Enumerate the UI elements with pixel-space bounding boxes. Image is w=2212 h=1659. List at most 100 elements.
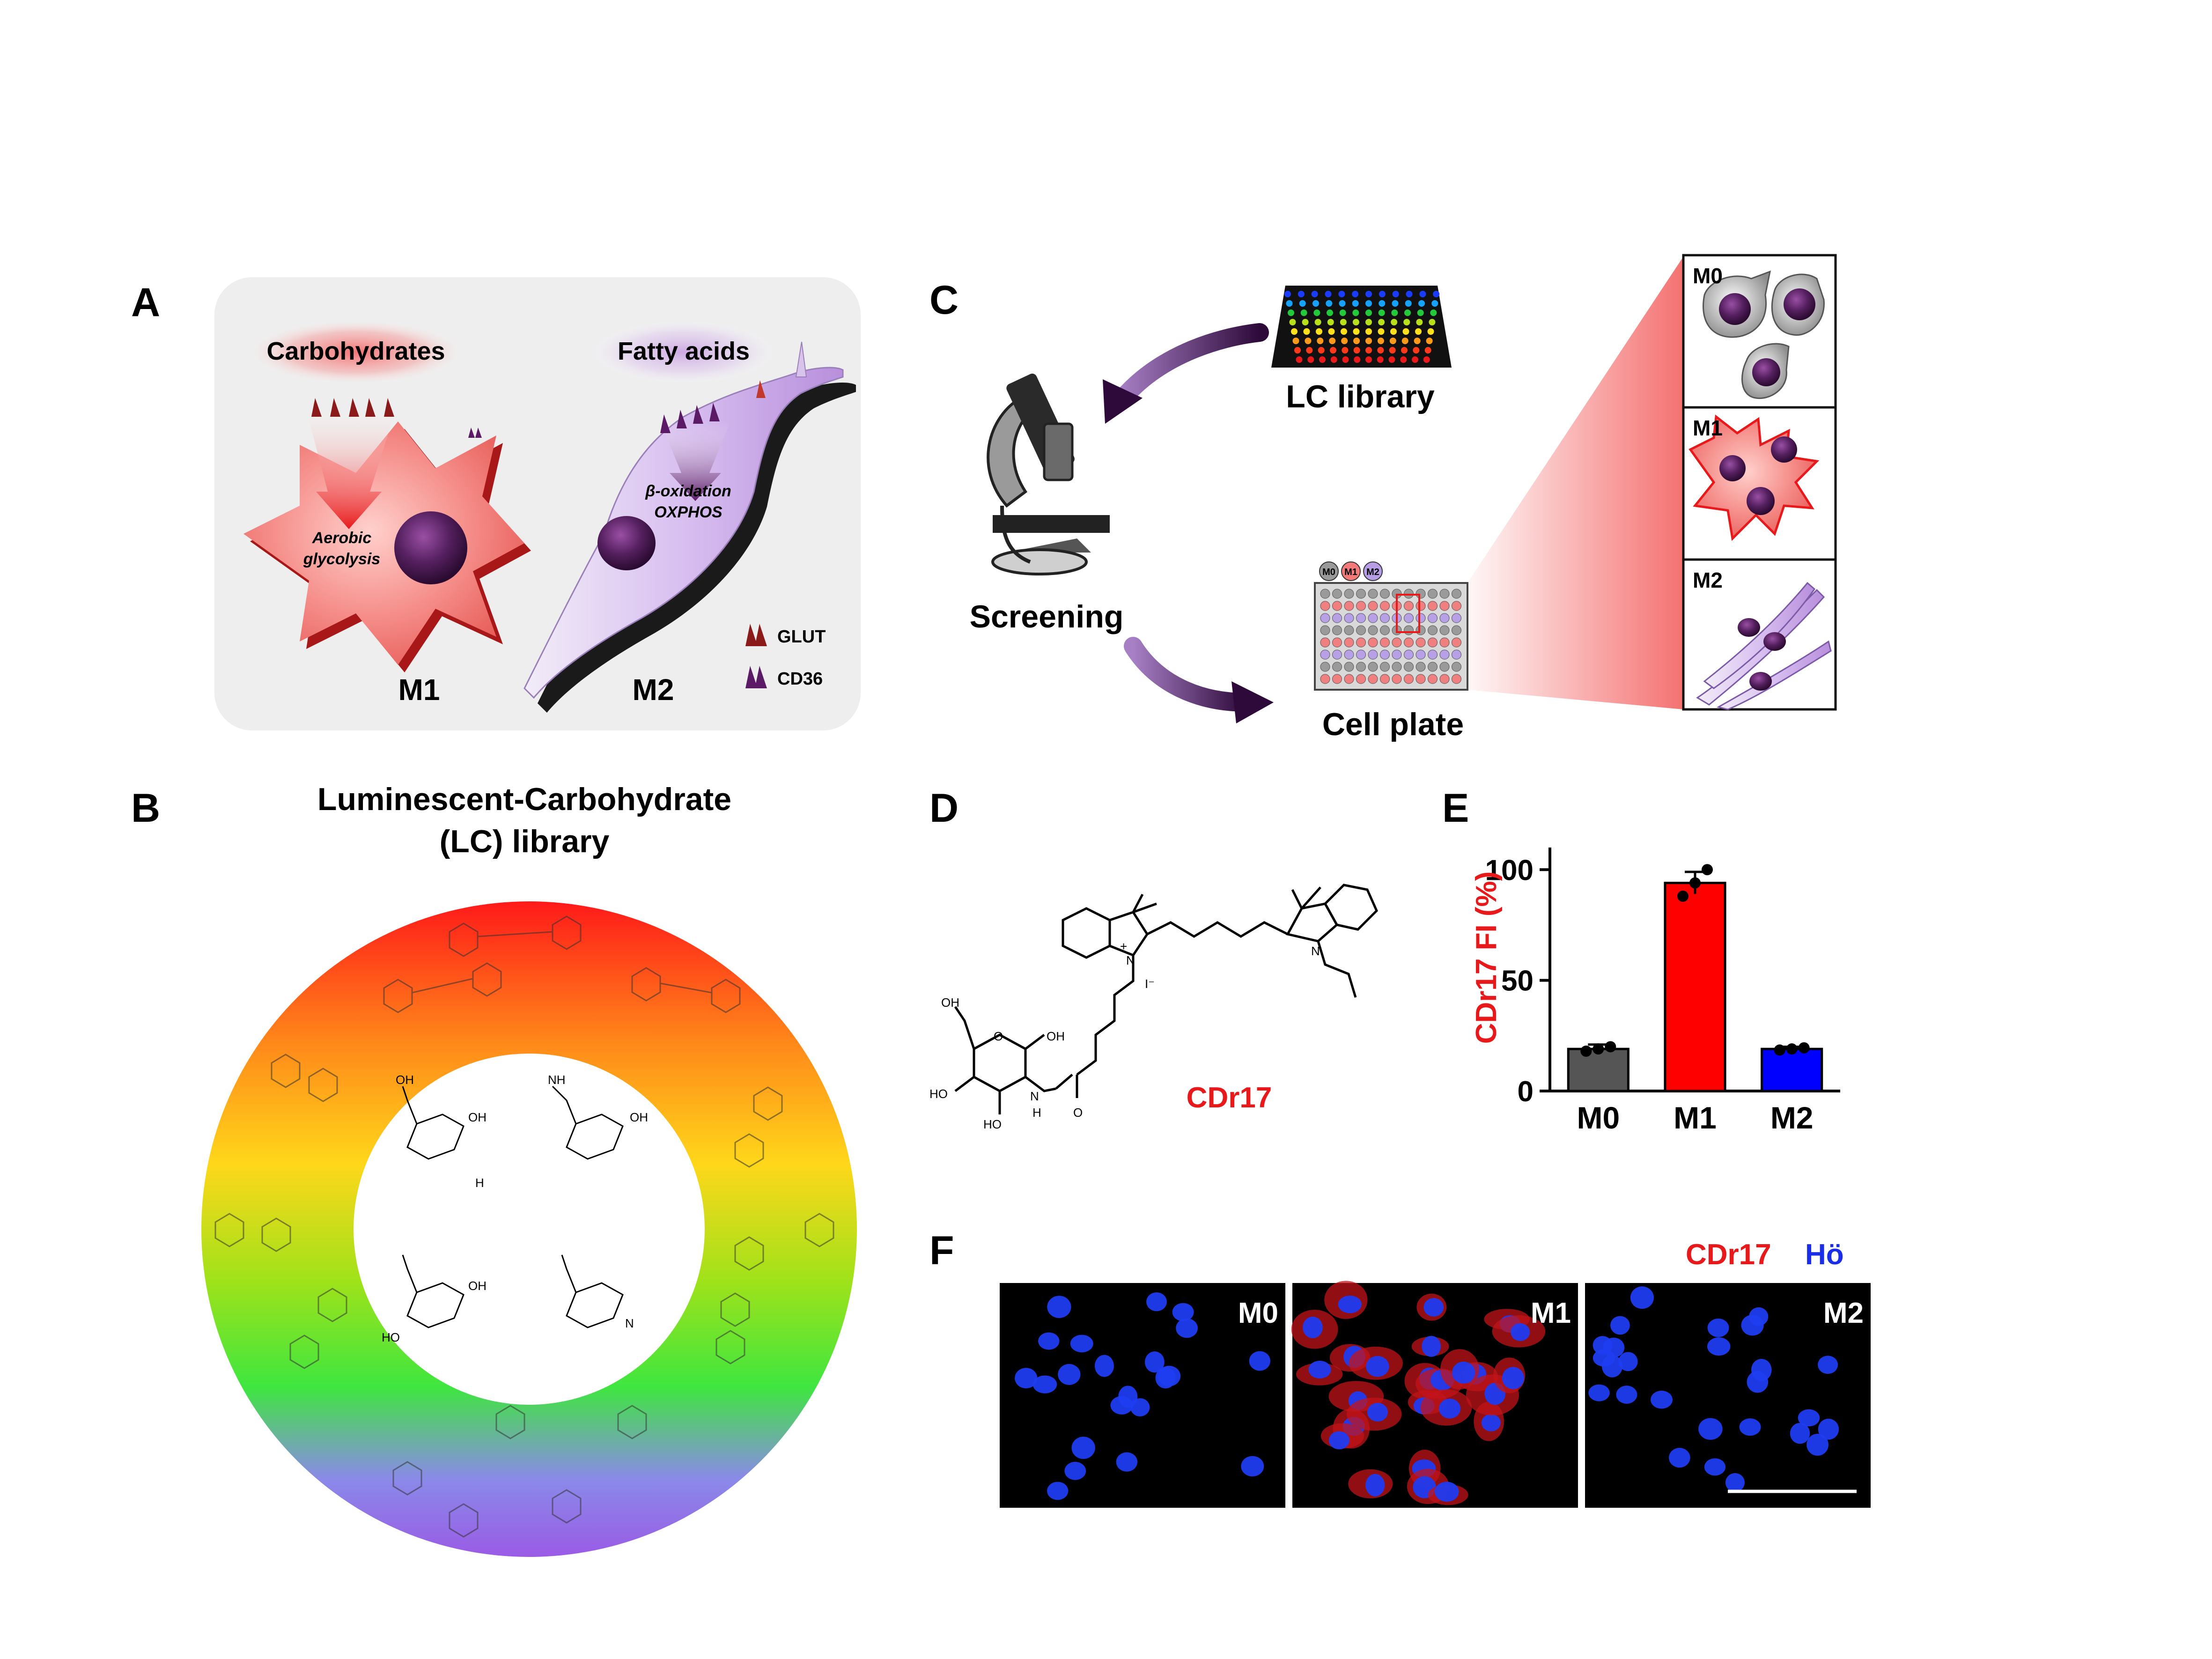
legend-cd36-label: CD36 bbox=[777, 669, 823, 689]
m1-cell bbox=[243, 421, 524, 665]
panel-d: D N N + bbox=[929, 786, 1378, 1131]
panel-letter-f: F bbox=[929, 1228, 954, 1273]
m1-label: M1 bbox=[398, 673, 440, 707]
x-tick-label-M1: M1 bbox=[1674, 1100, 1717, 1135]
m2-cell-protrusion bbox=[795, 341, 807, 377]
panel-f: F CDr17 Hö M0 M1 M2 bbox=[929, 1228, 1871, 1508]
cd36-receptor-m1 bbox=[468, 428, 482, 438]
y-tick-label: 100 bbox=[1485, 854, 1534, 886]
bar-M1 bbox=[1664, 882, 1726, 1092]
svg-text:OH: OH bbox=[468, 1279, 487, 1293]
cell-types-column: M0 M1 M2 bbox=[1682, 254, 1837, 711]
panel-letter-c: C bbox=[929, 278, 959, 323]
microscope-icon bbox=[987, 373, 1110, 575]
m2-cell bbox=[524, 367, 844, 699]
panel-letter-a: A bbox=[131, 280, 160, 325]
glycolysis-arrow bbox=[304, 403, 398, 529]
m2-label: M2 bbox=[633, 673, 674, 707]
svg-text:HO: HO bbox=[983, 1117, 1002, 1131]
micrograph-label-m1: M1 bbox=[1531, 1297, 1571, 1329]
sugar-atom-labels: OH OH OH OH NH H HO N bbox=[382, 1073, 648, 1344]
library-to-screening-arrow bbox=[1110, 323, 1269, 412]
glut-receptor-m2 bbox=[756, 380, 766, 398]
data-point-M2 bbox=[1786, 1043, 1798, 1055]
carbohydrates-glow bbox=[243, 318, 468, 386]
data-point-M1 bbox=[1702, 864, 1713, 876]
svg-text:M0: M0 bbox=[1322, 567, 1335, 577]
carbohydrates-label: Carbohydrates bbox=[266, 337, 445, 365]
data-point-M0 bbox=[1580, 1045, 1592, 1057]
cell-box-label-m0: M0 bbox=[1693, 264, 1723, 288]
panel-b: B Luminescent-Carbohydrate (LC) library bbox=[131, 782, 857, 1557]
x-tick-label-M2: M2 bbox=[1770, 1100, 1814, 1135]
cell-box-label-m2: M2 bbox=[1693, 568, 1723, 592]
svg-text:HO: HO bbox=[929, 1087, 948, 1101]
m1-nucleus bbox=[394, 511, 467, 584]
cdr17-structure bbox=[954, 884, 1378, 1114]
data-point-M2 bbox=[1774, 1044, 1785, 1056]
bar-M2 bbox=[1761, 1047, 1823, 1092]
svg-text:+: + bbox=[1120, 939, 1127, 953]
legend-hoechst: Hö bbox=[1805, 1239, 1844, 1271]
data-point-M0 bbox=[1593, 1043, 1604, 1055]
bar-M0 bbox=[1567, 1047, 1630, 1092]
data-point-M2 bbox=[1798, 1042, 1810, 1054]
svg-text:N: N bbox=[1311, 944, 1320, 958]
svg-text:M1: M1 bbox=[1344, 567, 1357, 577]
screening-to-plate-arrowhead bbox=[1231, 681, 1274, 723]
micrograph-m0 bbox=[1000, 1283, 1285, 1508]
screening-to-plate-arrow bbox=[1124, 637, 1255, 712]
svg-text:O: O bbox=[1073, 1106, 1083, 1120]
glycolysis-label: glycolysis bbox=[303, 550, 380, 568]
svg-text:M2: M2 bbox=[1366, 567, 1379, 577]
data-point-M1 bbox=[1677, 891, 1688, 902]
micrograph-cells bbox=[1015, 1281, 1839, 1505]
compound-label: CDr17 bbox=[1187, 1082, 1272, 1114]
cell-box-label-m1: M1 bbox=[1693, 416, 1723, 440]
svg-text:N: N bbox=[625, 1316, 634, 1330]
svg-text:HO: HO bbox=[382, 1330, 400, 1344]
svg-text:H: H bbox=[475, 1176, 484, 1190]
y-tick-label: 50 bbox=[1501, 965, 1534, 997]
svg-text:N: N bbox=[1126, 953, 1135, 967]
fluorophore-structures bbox=[214, 915, 834, 1538]
chart-y-axis-label: CDr17 FI (%) bbox=[1470, 871, 1503, 1044]
oxphos-label: OXPHOS bbox=[654, 503, 723, 521]
svg-text:I⁻: I⁻ bbox=[1145, 977, 1155, 991]
m1-cells bbox=[1688, 414, 1820, 541]
cell-plate bbox=[1314, 582, 1468, 691]
beta-oxidation-label: β-oxidation bbox=[645, 482, 731, 500]
lc-library-label: LC library bbox=[1286, 379, 1435, 414]
legend-glut-label: GLUT bbox=[777, 627, 826, 647]
cd36-receptors bbox=[660, 403, 720, 433]
panel-letter-d: D bbox=[929, 786, 959, 831]
carbohydrate-structures bbox=[402, 1085, 624, 1328]
panel-c: C LC library Screening bbox=[929, 254, 1837, 742]
m2-nucleus bbox=[597, 516, 656, 570]
micrograph-label-m2: M2 bbox=[1823, 1297, 1864, 1329]
beta-oxidation-arrow bbox=[660, 421, 730, 501]
fatty-acids-glow bbox=[585, 318, 782, 386]
fatty-acids-label: Fatty acids bbox=[618, 337, 750, 365]
lc-library-plate bbox=[1271, 286, 1452, 368]
plate-badges: M0 M1 M2 bbox=[1319, 561, 1383, 581]
lc-library-ring bbox=[201, 901, 857, 1557]
x-tick-label-M0: M0 bbox=[1577, 1100, 1620, 1135]
svg-text:OH: OH bbox=[1047, 1029, 1065, 1043]
data-point-M1 bbox=[1689, 877, 1701, 889]
y-tick-label: 0 bbox=[1518, 1076, 1534, 1108]
library-title-line1: Luminescent-Carbohydrate bbox=[317, 782, 731, 817]
svg-text:N: N bbox=[1030, 1089, 1039, 1103]
svg-text:O: O bbox=[994, 1029, 1003, 1043]
svg-text:OH: OH bbox=[396, 1073, 414, 1087]
panel-a: A Carbohydrates Fatty acids Aerobic glyc… bbox=[131, 277, 861, 730]
legend-cdr17: CDr17 bbox=[1686, 1239, 1771, 1271]
library-to-screening-arrowhead bbox=[1103, 379, 1143, 424]
legend-cd36-icon bbox=[745, 666, 767, 688]
cell-plate-label: Cell plate bbox=[1322, 707, 1464, 742]
library-title-line2: (LC) library bbox=[440, 824, 610, 859]
svg-text:OH: OH bbox=[630, 1110, 648, 1124]
